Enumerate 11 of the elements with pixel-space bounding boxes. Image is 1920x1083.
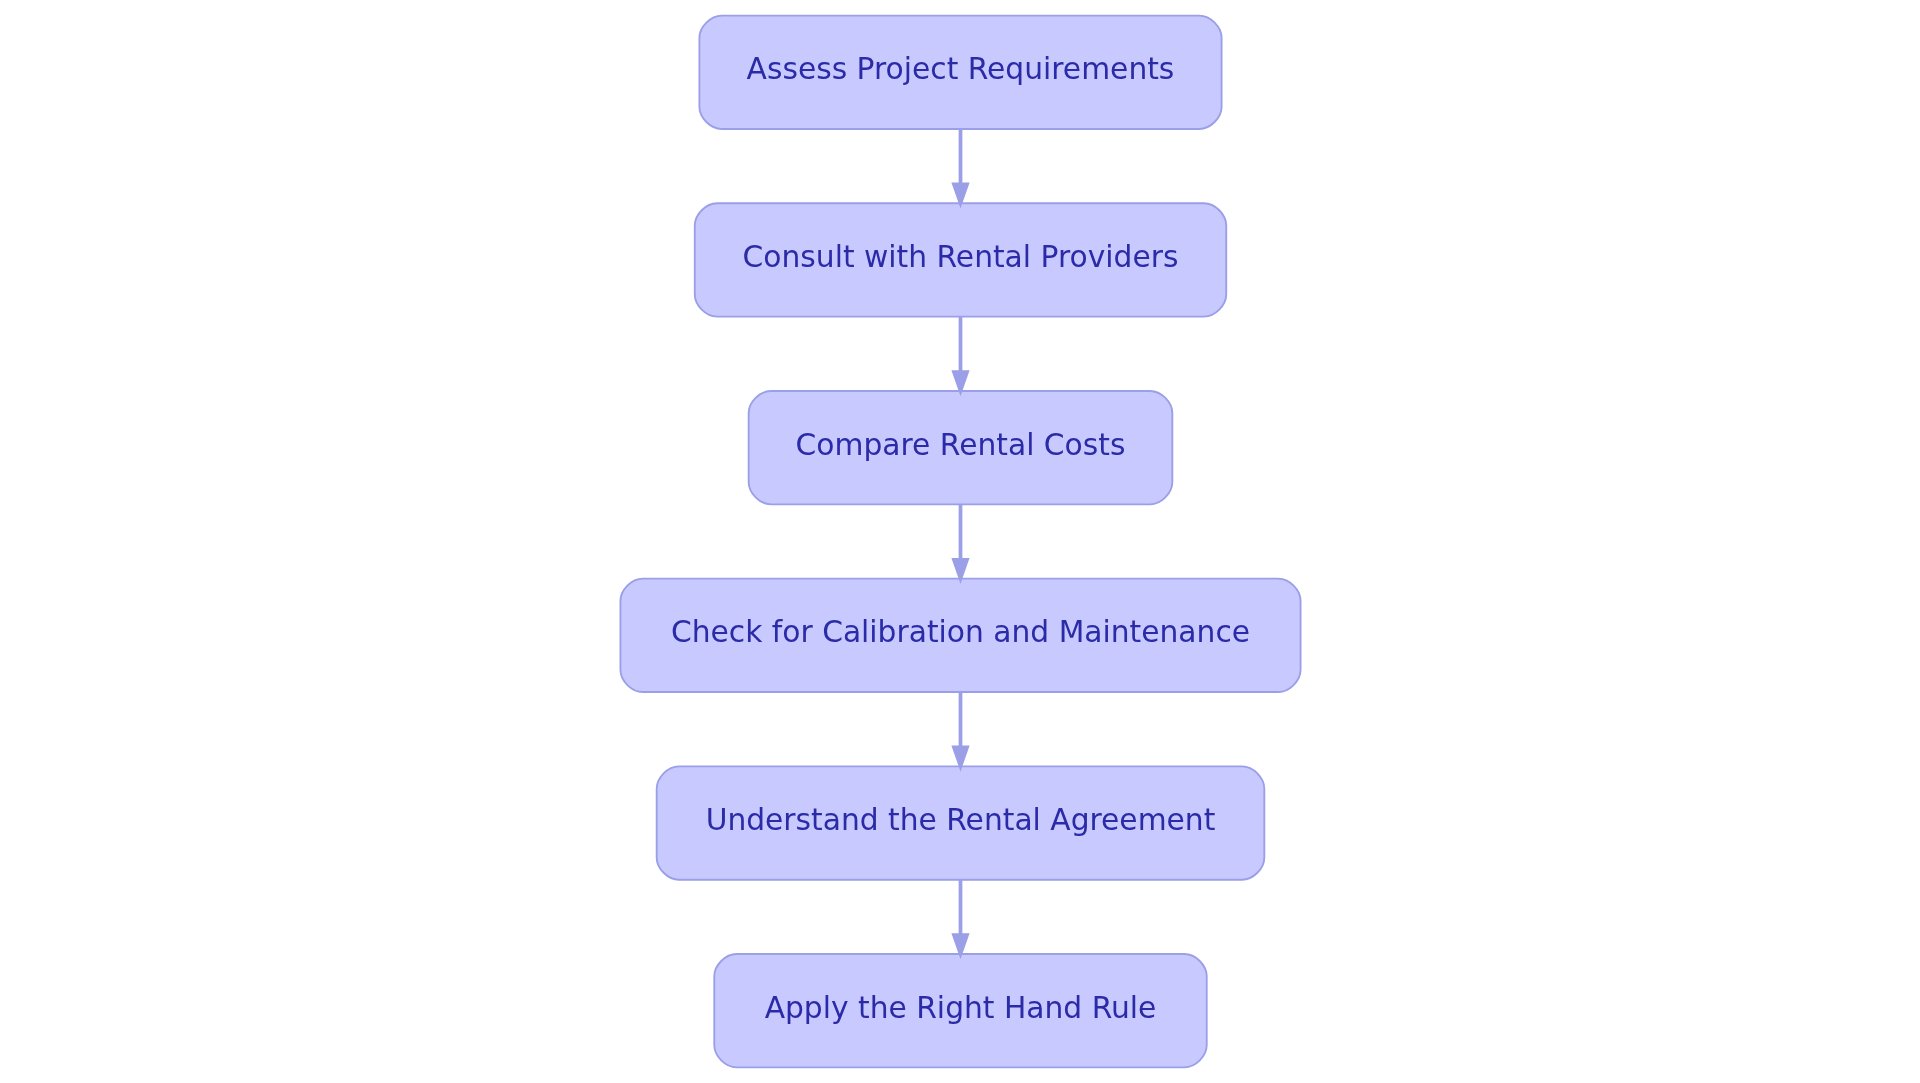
node-box: Check for Calibration and Maintenance (619, 577, 1301, 693)
arrow (950, 692, 970, 772)
arrow (950, 317, 970, 397)
node-box: Consult with Rental Providers (693, 202, 1227, 318)
arrow (950, 880, 970, 960)
node-box: Apply the Right Hand Rule (712, 953, 1208, 1069)
node-box: Assess Project Requirements (698, 14, 1222, 130)
node-box: Understand the Rental Agreement (655, 765, 1265, 881)
node-box: Compare Rental Costs (747, 390, 1173, 506)
arrow (950, 129, 970, 209)
arrow (950, 504, 970, 584)
